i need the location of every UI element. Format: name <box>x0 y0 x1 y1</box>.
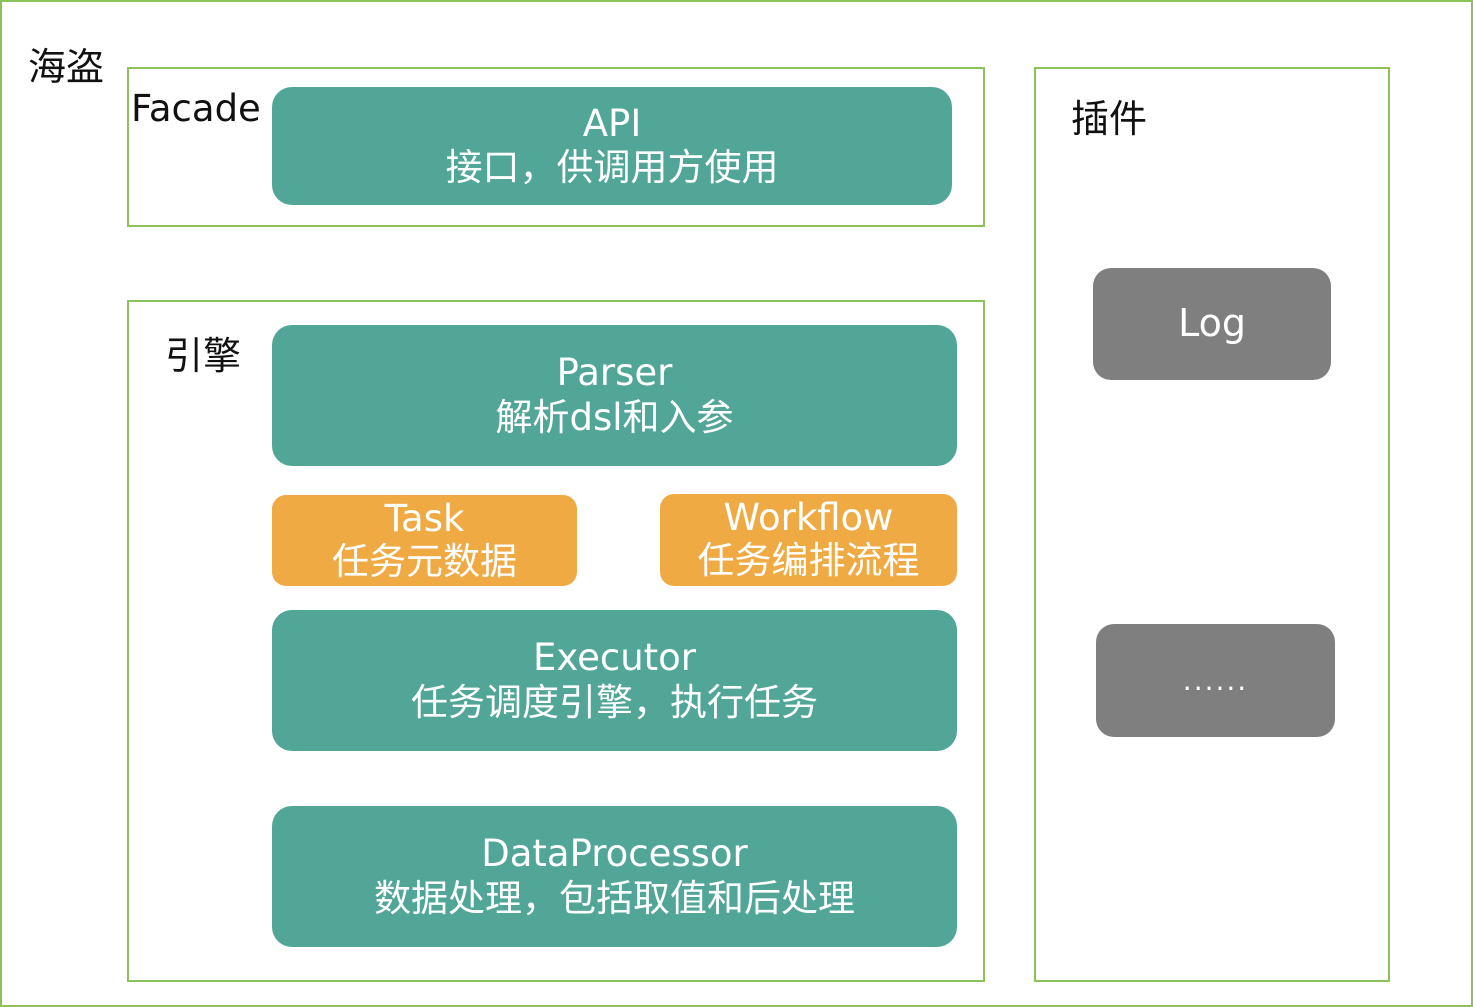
task-name: Task <box>384 496 465 540</box>
engine-label: 引擎 <box>165 334 242 378</box>
plugin-more-name: ...... <box>1182 663 1249 697</box>
facade-label: Facade <box>131 87 261 130</box>
executor-name: Executor <box>532 636 697 680</box>
plugin-more-box: ...... <box>1096 624 1335 737</box>
api-desc: 接口，供调用方使用 <box>445 146 779 189</box>
executor-box: Executor 任务调度引擎，执行任务 <box>272 610 957 751</box>
engine-group <box>127 300 985 982</box>
plugins-label: 插件 <box>1071 97 1148 141</box>
plugins-group <box>1034 67 1390 982</box>
workflow-desc: 任务编排流程 <box>697 539 920 582</box>
api-box: API 接口，供调用方使用 <box>272 87 952 205</box>
workflow-name: Workflow <box>723 496 894 540</box>
facade-group <box>127 67 985 227</box>
system-title: 海盗 <box>28 45 105 89</box>
parser-name: Parser <box>556 351 673 395</box>
workflow-box: Workflow 任务编排流程 <box>660 494 957 586</box>
api-name: API <box>582 101 642 145</box>
parser-desc: 解析dsl和入参 <box>495 395 734 439</box>
plugin-log-box: Log <box>1093 268 1331 380</box>
task-desc: 任务元数据 <box>332 539 517 583</box>
data-processor-desc: 数据处理，包括取值和后处理 <box>374 876 855 920</box>
executor-desc: 任务调度引擎，执行任务 <box>411 680 818 724</box>
plugin-log-name: Log <box>1178 301 1246 346</box>
data-processor-name: DataProcessor <box>481 832 748 876</box>
parser-box: Parser 解析dsl和入参 <box>272 325 957 466</box>
task-box: Task 任务元数据 <box>272 495 577 586</box>
data-processor-box: DataProcessor 数据处理，包括取值和后处理 <box>272 806 957 947</box>
